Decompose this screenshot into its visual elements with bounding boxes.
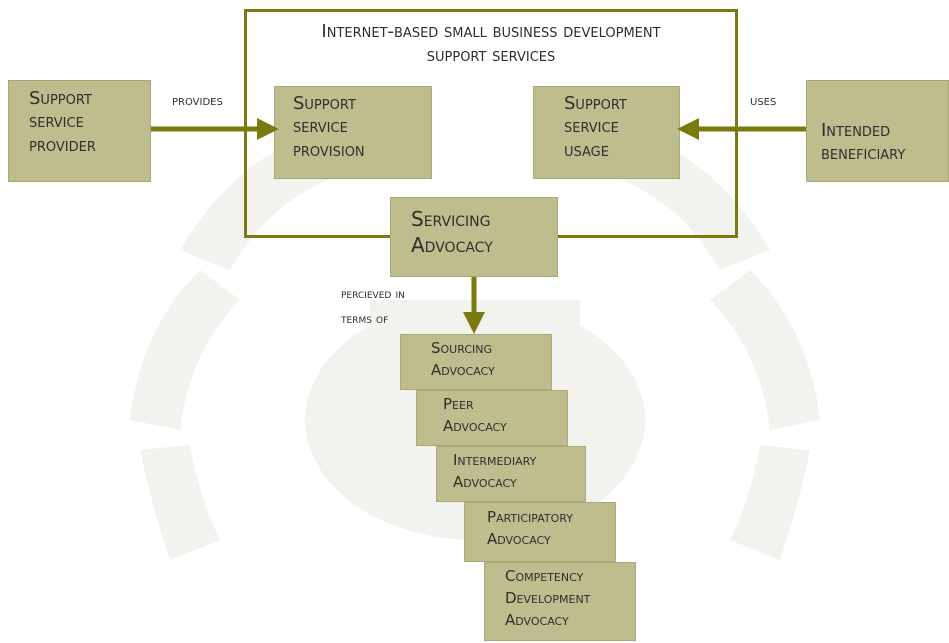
sourcing-advocacy-box: Sourcing Advocacy xyxy=(400,334,552,390)
participatory-advocacy-box: Participatory Advocacy xyxy=(464,502,616,562)
intended-beneficiary-box: Intended beneficiary xyxy=(806,80,949,182)
peer-advocacy-box: Peer Advocacy xyxy=(416,390,568,446)
uses-label: uses xyxy=(750,93,777,109)
servicing-advocacy-box: Servicing Advocacy xyxy=(390,197,558,277)
intermediary-advocacy-box: Intermediary Advocacy xyxy=(436,446,586,502)
support-service-provision-box: Support service provision xyxy=(274,86,432,179)
support-service-provider-box: Support service provider xyxy=(8,80,151,182)
provides-label: provides xyxy=(172,93,223,109)
support-service-usage-box: Support service usage xyxy=(533,86,680,179)
competency-development-advocacy-box: Competency Development Advocacy xyxy=(484,562,636,641)
perceived-in-terms-of-label: percieved in terms of xyxy=(341,287,405,327)
frame-title: Internet-based small business developmen… xyxy=(321,21,661,67)
